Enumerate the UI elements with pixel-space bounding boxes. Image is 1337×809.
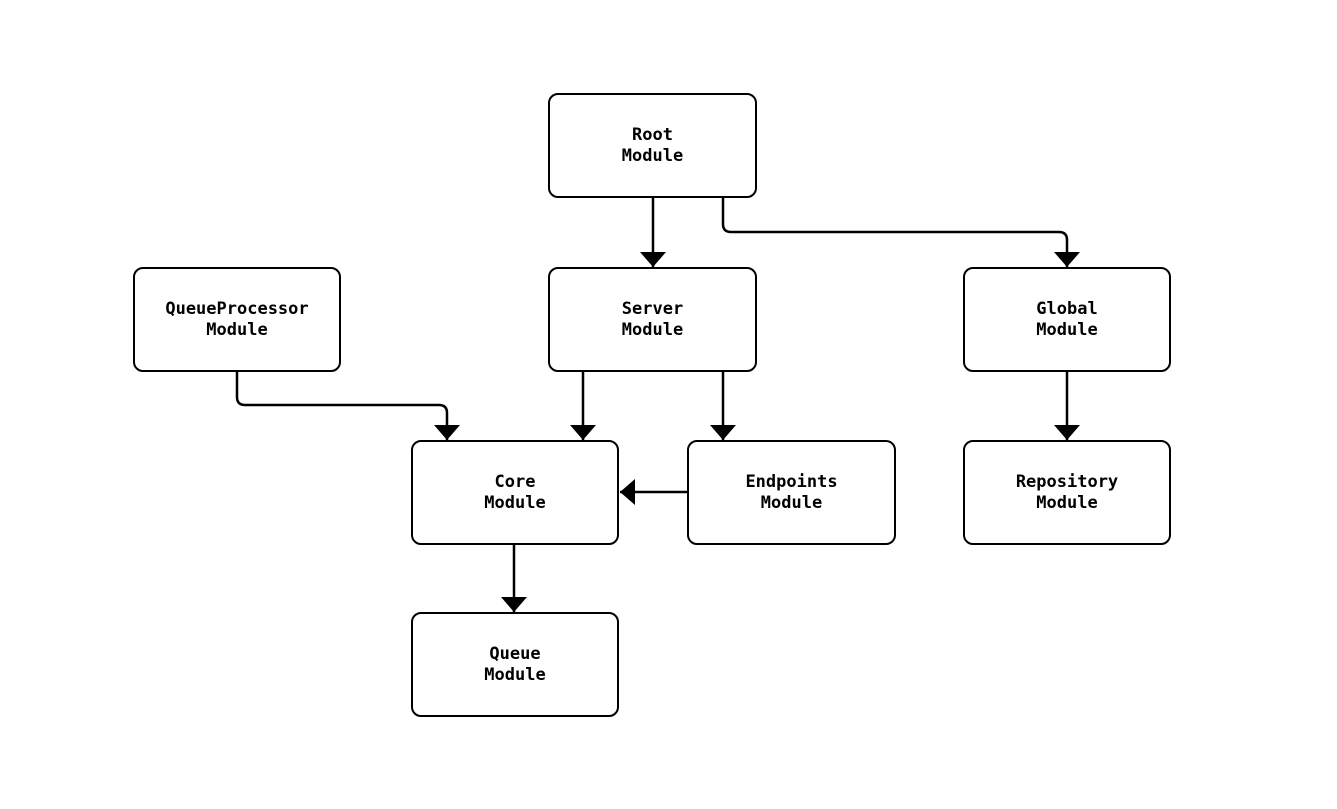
node-repository-module: Repository Module xyxy=(963,440,1171,545)
edge-queueprocessor-to-core xyxy=(235,372,460,440)
node-queue-module: Queue Module xyxy=(411,612,619,717)
node-core-module: Core Module xyxy=(411,440,619,545)
node-server-module: Server Module xyxy=(548,267,757,372)
node-global-module: Global Module xyxy=(963,267,1171,372)
node-endpoints-module: Endpoints Module xyxy=(687,440,896,545)
node-queueprocessor-module: QueueProcessor Module xyxy=(133,267,341,372)
edge-root-to-global xyxy=(721,198,1080,267)
node-root-module: Root Module xyxy=(548,93,757,198)
